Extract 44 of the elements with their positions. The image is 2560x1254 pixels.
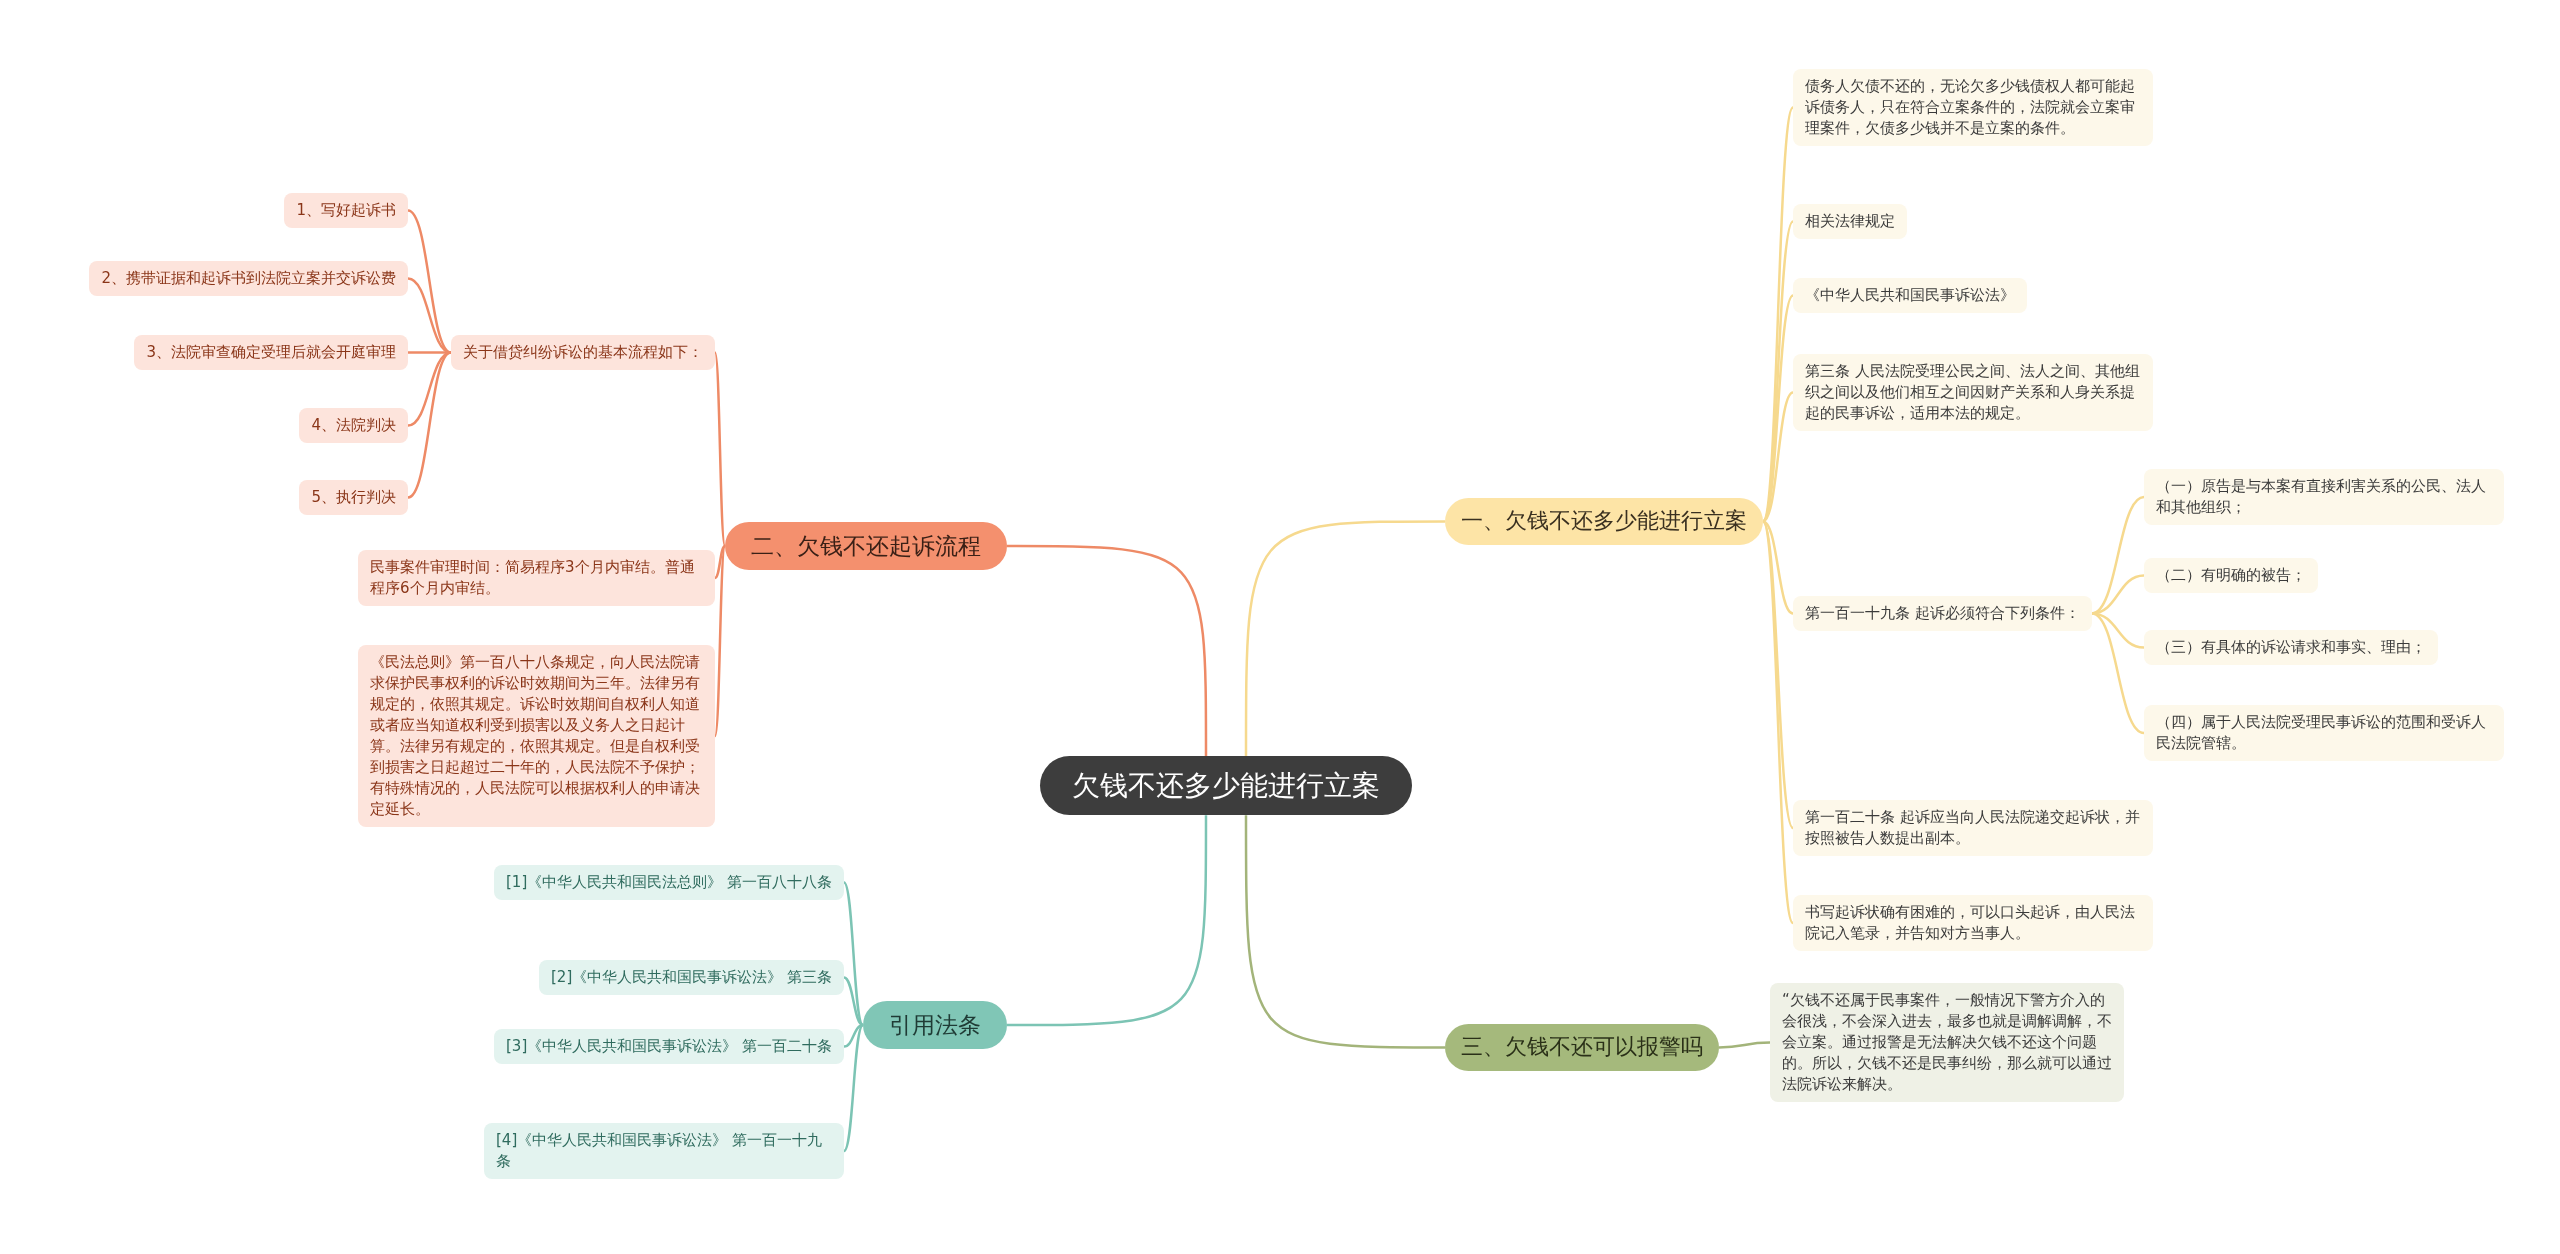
connector (843, 881, 864, 1026)
connector (407, 351, 452, 499)
connector (1762, 391, 1794, 523)
topic-box: 民事案件审理时间：简易程序3个月内审结。普通程序6个月内审结。 (358, 550, 715, 606)
central-topic: 欠钱不还多少能进行立案 (1040, 756, 1412, 816)
branch-topic: 引用法条 (863, 1001, 1007, 1050)
connector (843, 1023, 864, 1048)
connector (1244, 520, 1445, 756)
topic-box: “欠钱不还属于民事案件，一般情况下警方介入的会很浅，不会深入进去，最多也就是调解调解，不会立案。通过报警是无法解决欠钱不还这个问题的。所以，欠钱不还是民事纠纷，那么就可以通过法院诉讼来解决。 (1770, 983, 2124, 1102)
topic-box: （三）有具体的诉讼请求和事实、理由； (2144, 630, 2438, 665)
topic-box: 第三条 人民法院受理公民之间、法人之间、其他组织之间以及他们相互之间因财产关系和人身关系提起的民事诉讼，适用本法的规定。 (1793, 354, 2153, 431)
topic-box: 《民法总则》第一百八十八条规定，向人民法院请求保护民事权利的诉讼时效期间为三年。法律另有规定的，依照其规定。诉讼时效期间自权利人知道或者应当知道权利受到损害以及义务人之日起计算。法律另有规定的，依照其规定。但是自权利受到损害之日起超过二十年的，人民法院不予保护；有特殊情况的，人民法院可以根据权利人的申请决定延长。 (358, 645, 715, 827)
connector (1007, 544, 1208, 756)
topic-box: 1、写好起诉书 (284, 193, 408, 228)
topic-box: （一）原告是与本案有直接利害关系的公民、法人和其他组织； (2144, 469, 2504, 525)
connector (1007, 815, 1208, 1027)
topic-box: （二）有明确的被告； (2144, 558, 2318, 593)
connector (843, 1024, 864, 1152)
topic-box: 相关法律规定 (1793, 204, 1907, 239)
topic-box: [2]《中华人民共和国民事诉讼法》 第三条 (539, 960, 844, 995)
topic-box: 3、法院审查确定受理后就会开庭审理 (134, 335, 408, 370)
topic-box: 债务人欠债不还的，无论欠多少钱债权人都可能起诉债务人，只在符合立案条件的，法院就会立案审理案件，欠债多少钱并不是立案的条件。 (1793, 69, 2153, 146)
topic-box: [3]《中华人民共和国民事诉讼法》 第一百二十条 (494, 1029, 844, 1064)
topic-box: 5、执行判决 (299, 480, 408, 515)
branch-topic: 二、欠钱不还起诉流程 (725, 522, 1007, 571)
connector (714, 545, 726, 579)
connector (2091, 612, 2145, 735)
branch-topic: 一、欠钱不还多少能进行立案 (1445, 498, 1763, 545)
topic-box: [1]《中华人民共和国民法总则》 第一百八十八条 (494, 865, 844, 900)
connector (407, 209, 452, 354)
branch-topic: 三、欠钱不还可以报警吗 (1445, 1024, 1719, 1071)
topic-box: [4]《中华人民共和国民事诉讼法》 第一百一十九条 (484, 1123, 844, 1179)
connector (1244, 815, 1445, 1049)
topic-box: 第一百一十九条 起诉必须符合下列条件： (1793, 596, 2092, 631)
connector (1762, 520, 1794, 615)
topic-box: 第一百二十条 起诉应当向人民法院递交起诉状，并按照被告人数提出副本。 (1793, 800, 2153, 856)
connector (843, 976, 864, 1027)
topic-box: 4、法院判决 (299, 408, 408, 443)
topic-box: 关于借贷纠纷诉讼的基本流程如下： (451, 335, 715, 370)
connector (713, 352, 727, 547)
topic-box: 2、携带证据和起诉书到法院立案并交诉讼费 (89, 261, 408, 296)
topic-box: 《中华人民共和国民事诉讼法》 (1793, 278, 2027, 313)
topic-box: （四）属于人民法院受理民事诉讼的范围和受诉人民法院管辖。 (2144, 705, 2504, 761)
topic-box: 书写起诉状确有困难的，可以口头起诉，由人民法院记入笔录，并告知对方当事人。 (1793, 895, 2153, 951)
